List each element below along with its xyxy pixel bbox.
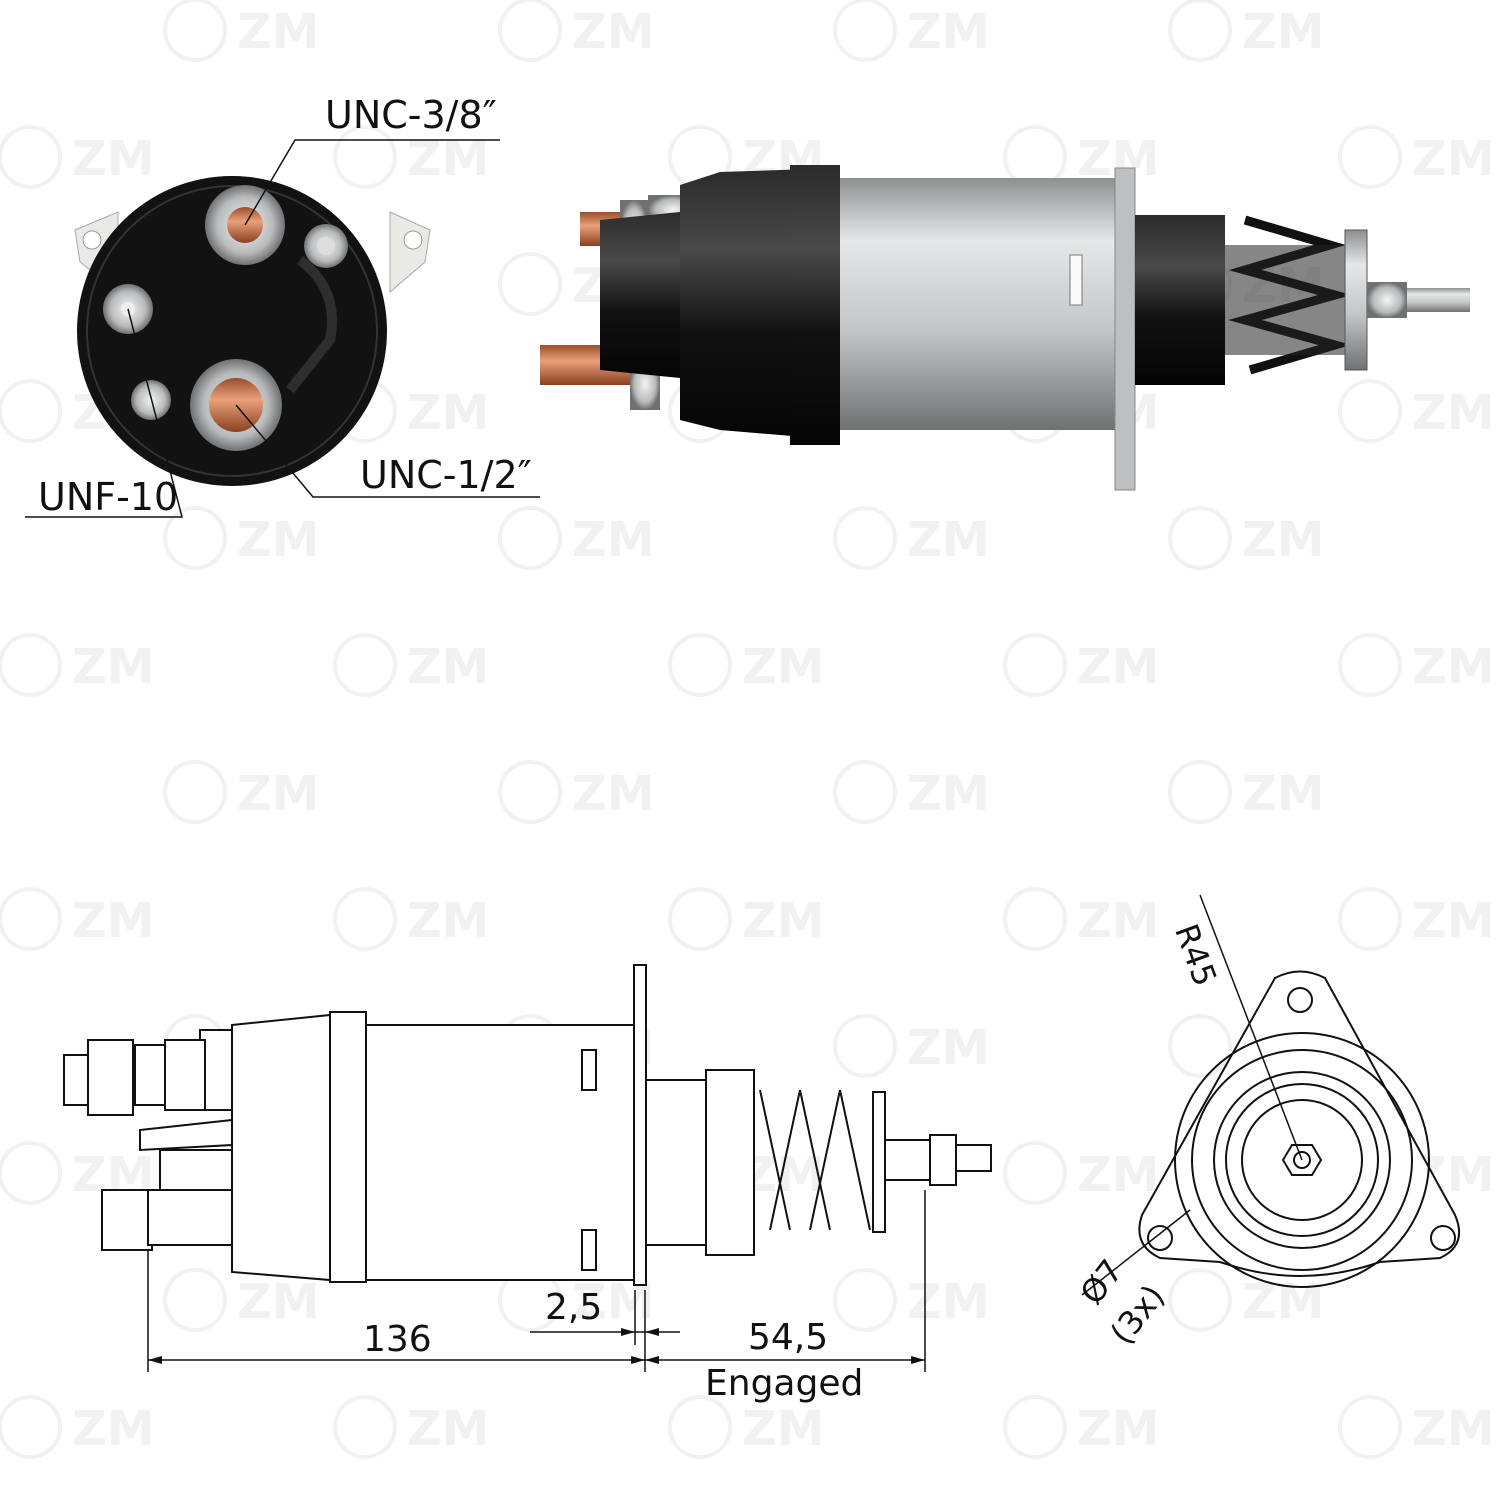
side-drawing-dimension-lines (147, 1190, 926, 1372)
dimension-plunger-state: Engaged (705, 1363, 864, 1404)
front-technical-drawing (1081, 894, 1460, 1296)
side-technical-drawing (63, 964, 992, 1286)
dimension-plunger-length: 54,5 (748, 1317, 829, 1358)
dimension-flange-thickness: 2,5 (545, 1287, 603, 1328)
label-unc-1-2: UNC-1/2″ (360, 453, 532, 497)
dimension-overall-length: 136 (363, 1319, 432, 1360)
solenoid-side-view-photo (540, 165, 1470, 491)
label-unc-3-8: UNC-3/8″ (325, 93, 497, 137)
label-unf-10: UNF-10 (38, 475, 179, 519)
solenoid-end-view-photo (74, 176, 431, 486)
end-view-leader-lines (25, 139, 540, 518)
